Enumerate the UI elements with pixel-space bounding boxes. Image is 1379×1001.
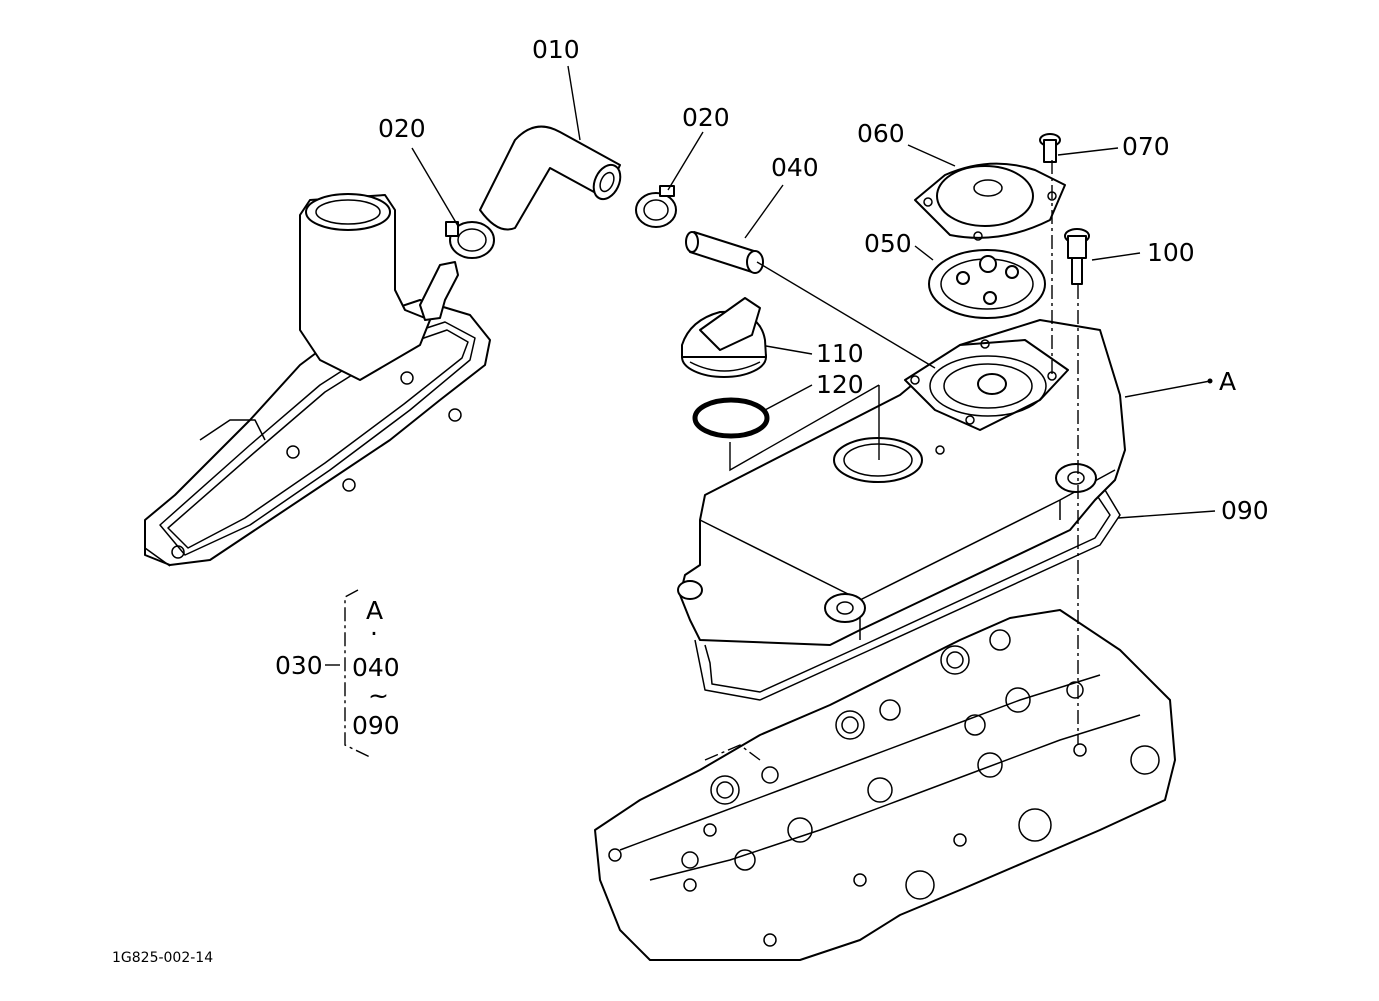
callout-020-right: 020 [682,103,730,132]
breather-pipe [685,231,764,274]
hose-clamp-left [445,221,495,259]
callout-120: 120 [816,370,864,399]
callout-070: 070 [1122,132,1170,161]
callout-040: 040 [771,153,819,182]
breather-hose [479,125,622,231]
cylinder-head-cover [677,319,1126,646]
assembly-note: 030 A · 040 ~ 090 [275,596,400,740]
assembly-bracket [344,589,373,759]
breather-cover [914,162,1066,241]
callout-050: 050 [864,229,912,258]
cover-bolt [1064,228,1090,285]
assembly-note-line4: ~ [368,681,389,710]
assembly-note-line3: 040 [352,653,400,682]
breather-screw [1039,133,1061,163]
assembly-note-part: 030 [275,651,323,680]
o-ring [692,397,770,439]
callout-090: 090 [1221,496,1269,525]
oil-filler-cap [681,297,767,378]
callout-110: 110 [816,339,864,368]
callout-060: 060 [857,119,905,148]
hose-clamp-right [635,185,677,228]
breather-valve-plate [928,249,1046,319]
callout-010: 010 [532,35,580,64]
drawing-number: 1G825-002-14 [112,950,213,966]
callout-100: 100 [1147,238,1195,267]
assembly-note-line1: A [366,596,383,625]
intake-manifold [144,193,491,567]
cylinder-head [594,609,1176,961]
assembly-note-line5: 090 [352,711,400,740]
callout-a: A [1219,367,1236,396]
assembly-note-line2: · [370,619,378,648]
cover-gasket [694,489,1121,701]
callout-020-left: 020 [378,114,426,143]
leader-lines [325,65,1216,745]
